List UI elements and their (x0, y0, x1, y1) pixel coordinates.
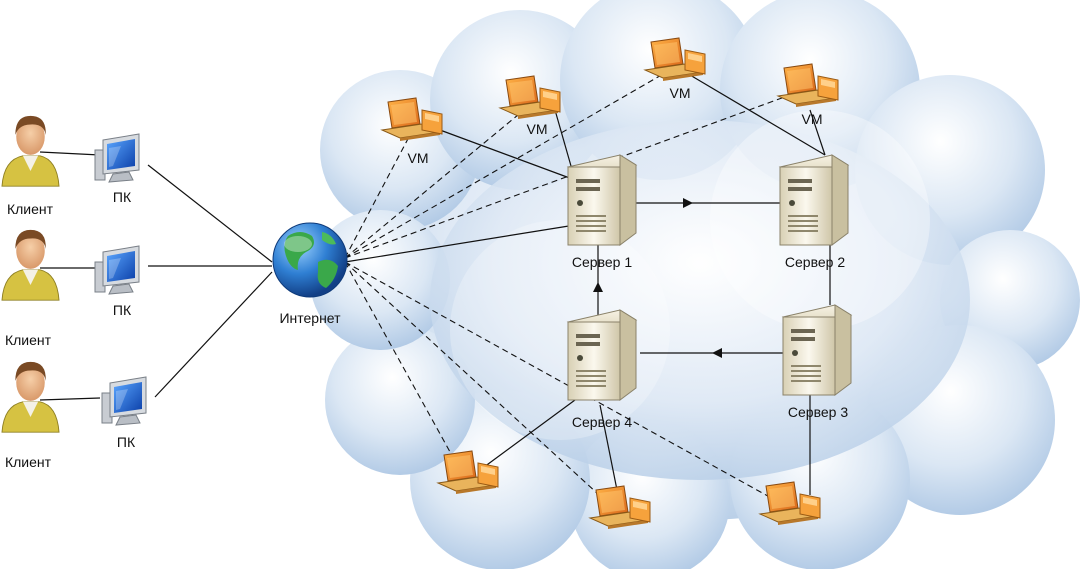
vm-label: VM (527, 121, 548, 137)
internet-node: Интернет (272, 222, 348, 326)
internet-vm-links (344, 69, 791, 506)
link-internet-server1 (344, 224, 576, 263)
internet-label: Интернет (279, 310, 341, 326)
client-1: Клиент (1, 115, 60, 217)
pc-label: ПК (113, 302, 132, 318)
link-vm1-server1 (439, 129, 576, 181)
client-label: Клиент (7, 201, 54, 217)
person-icon (1, 229, 60, 301)
globe-icon (272, 222, 348, 298)
server-icon (567, 154, 637, 246)
link-pc3-internet (154, 271, 273, 398)
desktop-pc-icon (94, 245, 140, 295)
server-4: Сервер 4 (567, 309, 637, 430)
link-client1-pc1 (39, 151, 101, 156)
vm-3: VM (644, 37, 706, 101)
person-icon (1, 361, 60, 433)
vm-label: VM (802, 111, 823, 127)
link-vm3-server2 (689, 74, 826, 156)
person-icon (1, 115, 60, 187)
client-2: Клиент (1, 229, 60, 348)
link-internet-vm1 (344, 134, 411, 259)
vm-1: VM (381, 97, 443, 166)
vm-2: VM (499, 75, 561, 137)
server-label: Сервер 1 (572, 254, 632, 270)
server-icon (567, 309, 637, 401)
link-vm4-server2 (809, 109, 826, 156)
vm-label: VM (408, 150, 429, 166)
link-internet-vm7 (344, 261, 776, 501)
arrow-server3-to-server4 (712, 348, 722, 358)
arrowheads (593, 198, 722, 358)
link-vm5-server4 (479, 399, 576, 471)
link-internet-vm3 (344, 69, 671, 259)
server-icon (782, 304, 852, 396)
link-client3-pc3 (39, 397, 101, 401)
server-1: Сервер 1 (567, 154, 637, 270)
server-label: Сервер 2 (785, 254, 845, 270)
arrow-server4-to-server1 (593, 282, 603, 292)
vm-label: VM (670, 85, 691, 101)
link-pc1-internet (147, 164, 273, 263)
client-label: Клиент (5, 332, 52, 348)
desktop-pc-icon (101, 376, 147, 426)
client-label: Клиент (5, 454, 52, 470)
server-3: Сервер 3 (782, 304, 852, 420)
pc-label: ПК (117, 434, 136, 450)
arrow-server1-to-server2 (683, 198, 693, 208)
server-label: Сервер 4 (572, 414, 632, 430)
pc-3: ПК (101, 376, 147, 450)
cloud-background (310, 0, 1080, 569)
client-links (39, 151, 273, 401)
link-internet-vm2 (344, 104, 531, 259)
desktop-pc-icon (94, 133, 140, 183)
pc-label: ПК (113, 189, 132, 205)
link-internet-vm4 (344, 94, 791, 259)
pc-1: ПК (94, 133, 140, 205)
server-icon (779, 154, 849, 246)
client-3: Клиент (1, 361, 60, 470)
server-label: Сервер 3 (788, 404, 848, 420)
pc-2: ПК (94, 245, 140, 318)
vm-4: VM (777, 63, 839, 127)
server-2: Сервер 2 (779, 154, 849, 270)
